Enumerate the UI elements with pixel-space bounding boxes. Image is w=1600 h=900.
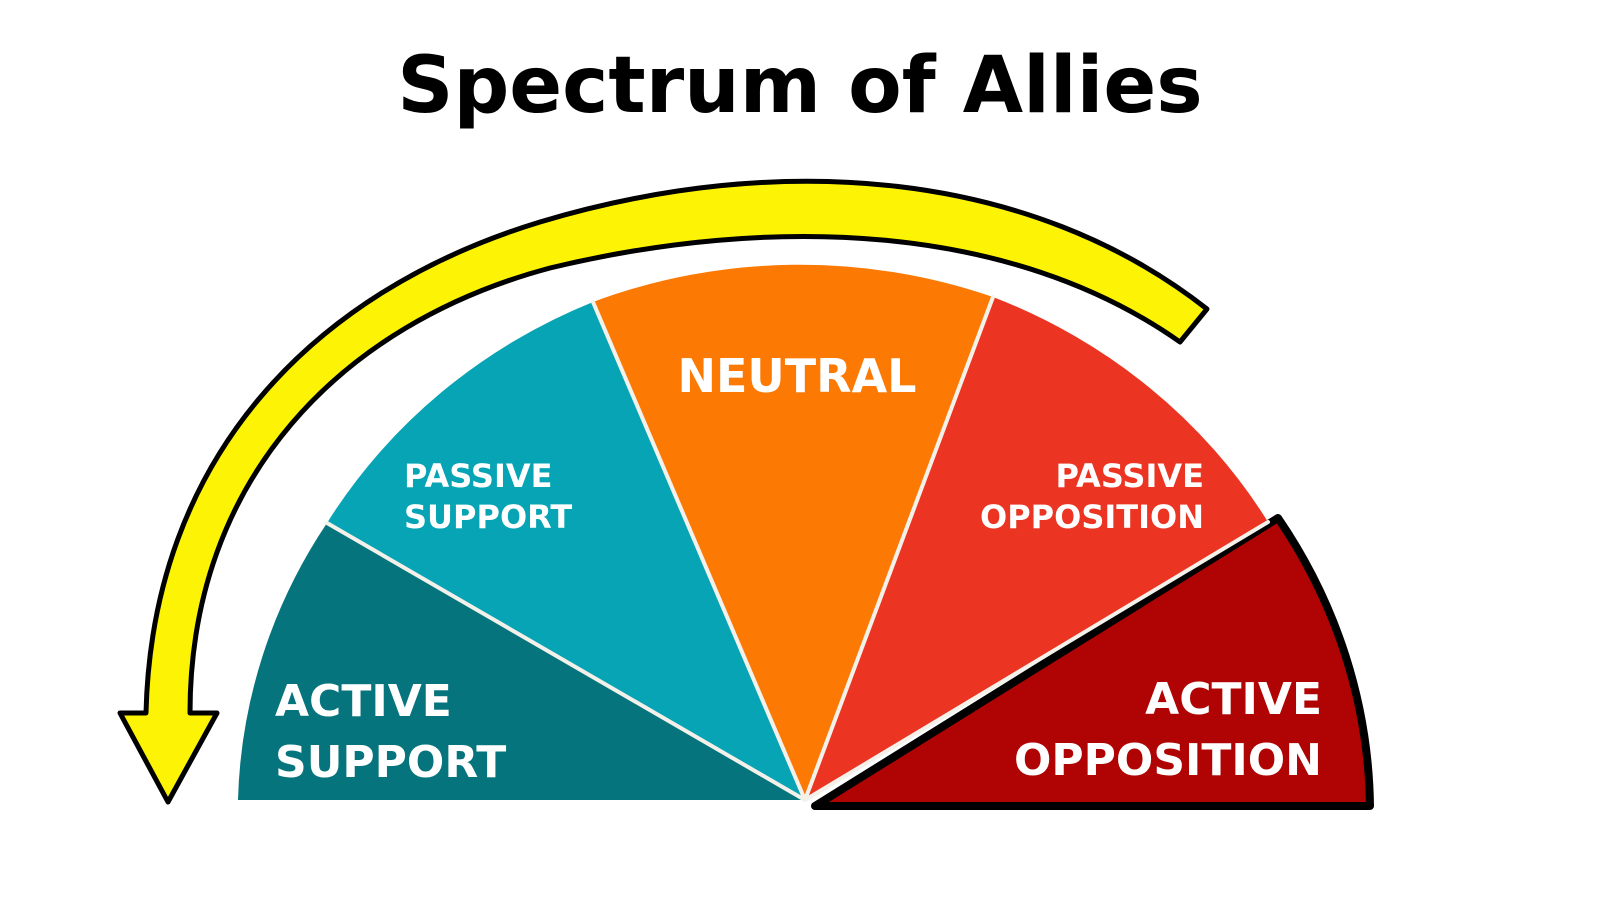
divider-line bbox=[803, 295, 995, 802]
passive-support-label-line2: SUPPORT bbox=[404, 498, 572, 536]
passive-support-label-line1: PASSIVE bbox=[404, 457, 552, 495]
divider-line bbox=[591, 300, 807, 802]
segment-passive-support bbox=[327, 302, 805, 800]
segment-active-opposition bbox=[811, 514, 1374, 810]
active-support-label-line2: SUPPORT bbox=[275, 737, 506, 788]
neutral-label: NEUTRAL bbox=[678, 349, 917, 403]
segment-neutral bbox=[593, 264, 993, 800]
segment-dividers bbox=[325, 295, 1270, 802]
divider-line bbox=[325, 521, 807, 802]
curved-arrow-icon bbox=[117, 178, 1210, 805]
passive-opposition-label-line1: PASSIVE bbox=[1056, 457, 1204, 495]
page-title: Spectrum of Allies bbox=[397, 41, 1203, 131]
segment-active-support bbox=[238, 523, 805, 800]
divider-line bbox=[803, 520, 1270, 802]
active-support-label-line1: ACTIVE bbox=[275, 676, 452, 727]
segment-passive-opposition bbox=[805, 297, 1268, 800]
active-opposition-label-line2: OPPOSITION bbox=[1014, 735, 1322, 786]
passive-opposition-label-line2: OPPOSITION bbox=[980, 498, 1204, 536]
active-opposition-label-line1: ACTIVE bbox=[1145, 674, 1322, 725]
